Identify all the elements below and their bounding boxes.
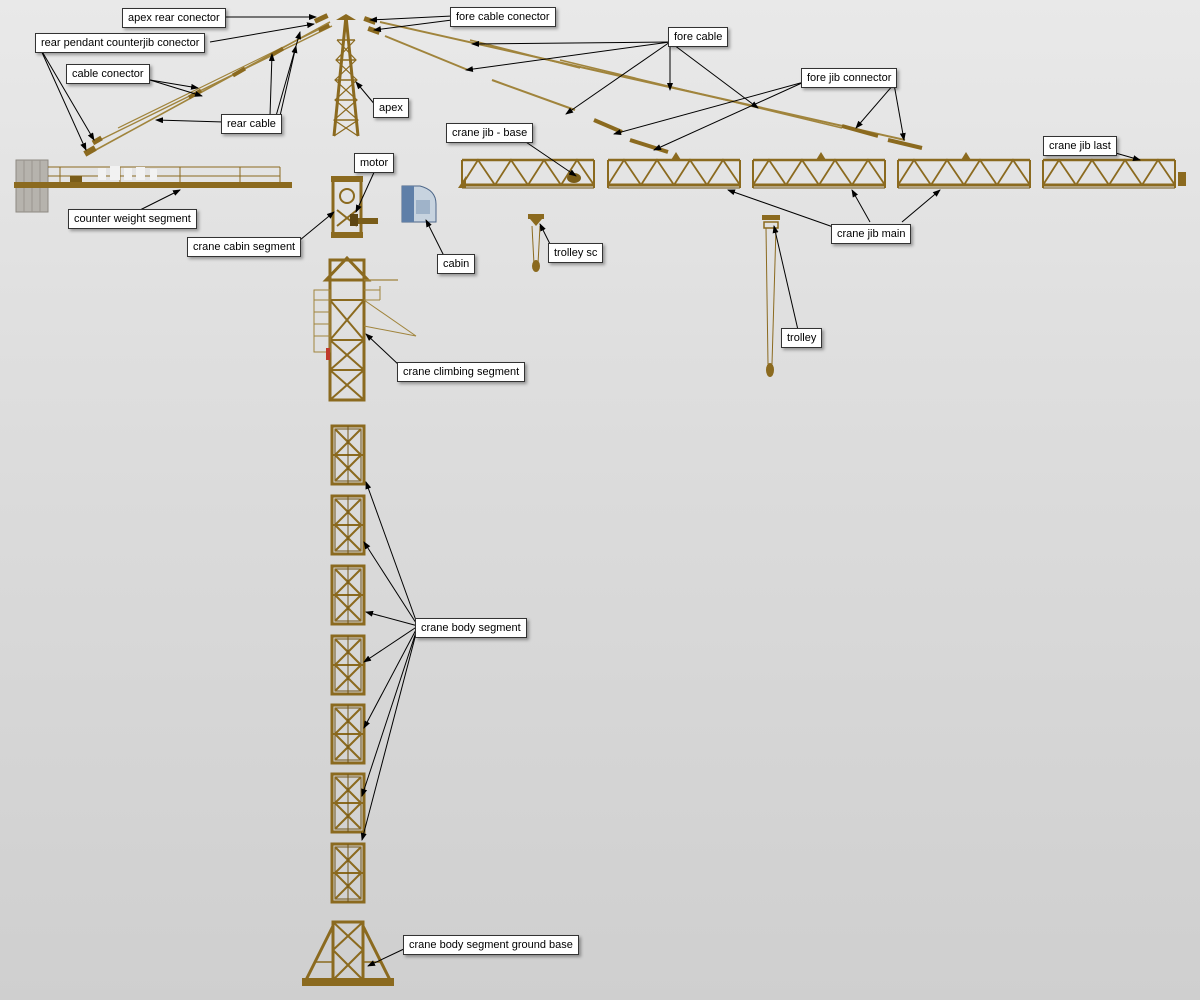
- leader-crane-jib-base: [519, 137, 577, 177]
- leader-crane-body-segment-5: [363, 625, 419, 729]
- fore-jib-connector: [841, 124, 923, 150]
- leader-crane-jib-main-2: [851, 189, 871, 223]
- leader-fore-cable-5: [669, 41, 759, 109]
- leader-cable-conector-1: [149, 79, 199, 90]
- leader-crane-body-segment-3: [365, 610, 419, 627]
- leader-trolley: [772, 225, 799, 331]
- crane-climbing-segment: [313, 255, 417, 402]
- fore-cable: [379, 21, 906, 154]
- crane-body-segment-3: [330, 564, 366, 626]
- leader-rear-pendant-3: [39, 47, 95, 141]
- label-trolley: trolley: [781, 328, 823, 348]
- leader-fore-jib-connector-1: [613, 81, 805, 136]
- label-crane-body-segment: crane body segment: [415, 618, 527, 638]
- label-motor: motor: [354, 153, 395, 173]
- crane-jib-main-2: [751, 152, 887, 190]
- rear-cable: [91, 21, 333, 153]
- label-crane-cabin-segment: crane cabin segment: [187, 237, 302, 257]
- leader-apex: [355, 81, 377, 107]
- leader-crane-body-segment-6: [361, 625, 419, 797]
- label-apex: apex: [373, 98, 409, 118]
- apex-rear-conector: [313, 13, 331, 33]
- fore-cable-conector: [363, 16, 381, 35]
- crane-jib-last: [1041, 158, 1186, 190]
- leader-fore-cable-conector-2: [373, 19, 453, 33]
- leader-rear-cable-1: [155, 117, 225, 124]
- label-fore-cable-conector: fore cable conector: [450, 7, 556, 27]
- rear-pendant-counterjib-conector: [83, 135, 103, 157]
- leader-fore-cable-3: [565, 41, 671, 115]
- cabin: [401, 185, 437, 223]
- leader-cabin: [425, 219, 445, 257]
- label-rear-cable: rear cable: [221, 114, 282, 134]
- leader-fore-cable-conector-1: [369, 15, 453, 23]
- leader-crane-climbing-segment: [365, 333, 401, 367]
- crane-body-segment-4: [330, 634, 366, 696]
- label-rear-pendant-counterjib-conector: rear pendant counterjib conector: [35, 33, 206, 53]
- label-fore-jib-connector: fore jib connector: [801, 68, 898, 88]
- leader-rear-pendant-1: [209, 22, 315, 43]
- label-cabin: cabin: [437, 254, 476, 274]
- leader-crane-body-segment-1: [365, 481, 419, 627]
- leader-fore-jib-connector-4: [893, 83, 906, 141]
- leader-cable-conector-2: [149, 79, 203, 97]
- label-crane-jib-main: crane jib main: [831, 224, 912, 244]
- crane-body-segment-7: [330, 842, 366, 904]
- leader-lines: [39, 14, 1141, 967]
- trolley: [762, 215, 780, 377]
- trolley-sc: [528, 214, 544, 272]
- apex: [332, 14, 360, 137]
- leader-crane-cabin-segment: [299, 211, 335, 241]
- leader-fore-cable-1: [471, 40, 671, 47]
- crane-body-segment-ground-base: [302, 920, 394, 986]
- leader-rear-cable-2: [268, 53, 275, 117]
- leader-counter-weight-segment: [139, 189, 181, 211]
- label-cable-conector: cable conector: [66, 64, 150, 84]
- leader-crane-jib-main-1: [727, 189, 837, 229]
- leader-fore-cable-2: [465, 41, 671, 73]
- crane-body-segment-2: [330, 494, 366, 556]
- label-fore-cable: fore cable: [668, 27, 729, 47]
- leader-crane-body-segment-7: [360, 625, 419, 841]
- motor: [350, 214, 378, 226]
- crane-jib-main-1: [606, 152, 742, 190]
- label-crane-jib-base: crane jib - base: [446, 123, 534, 143]
- leader-crane-body-segment-2: [363, 541, 419, 627]
- leader-crane-body-segment-4: [363, 625, 419, 663]
- leader-ground-base: [367, 947, 407, 967]
- leader-rear-cable-4: [279, 45, 298, 117]
- label-apex-rear-conector: apex rear conector: [122, 8, 226, 28]
- leader-crane-jib-main-3: [901, 189, 941, 223]
- leader-motor: [355, 167, 377, 213]
- leader-fore-jib-connector-2: [653, 81, 805, 151]
- label-crane-climbing-segment: crane climbing segment: [397, 362, 526, 382]
- label-counter-weight-segment: counter weight segment: [68, 209, 197, 229]
- counter-weight-segment: [14, 159, 292, 213]
- label-trolley-sc: trolley sc: [548, 243, 604, 263]
- crane-jib-main-3: [896, 152, 1032, 190]
- crane-body-segment-1: [330, 424, 366, 486]
- crane-body-segment-6: [330, 772, 366, 834]
- label-crane-jib-last: crane jib last: [1043, 136, 1117, 156]
- leader-fore-jib-connector-3: [855, 83, 895, 129]
- label-crane-body-segment-ground-base: crane body segment ground base: [403, 935, 579, 955]
- crane-body-segment-5: [330, 703, 366, 765]
- leader-rear-pendant-2: [39, 47, 87, 151]
